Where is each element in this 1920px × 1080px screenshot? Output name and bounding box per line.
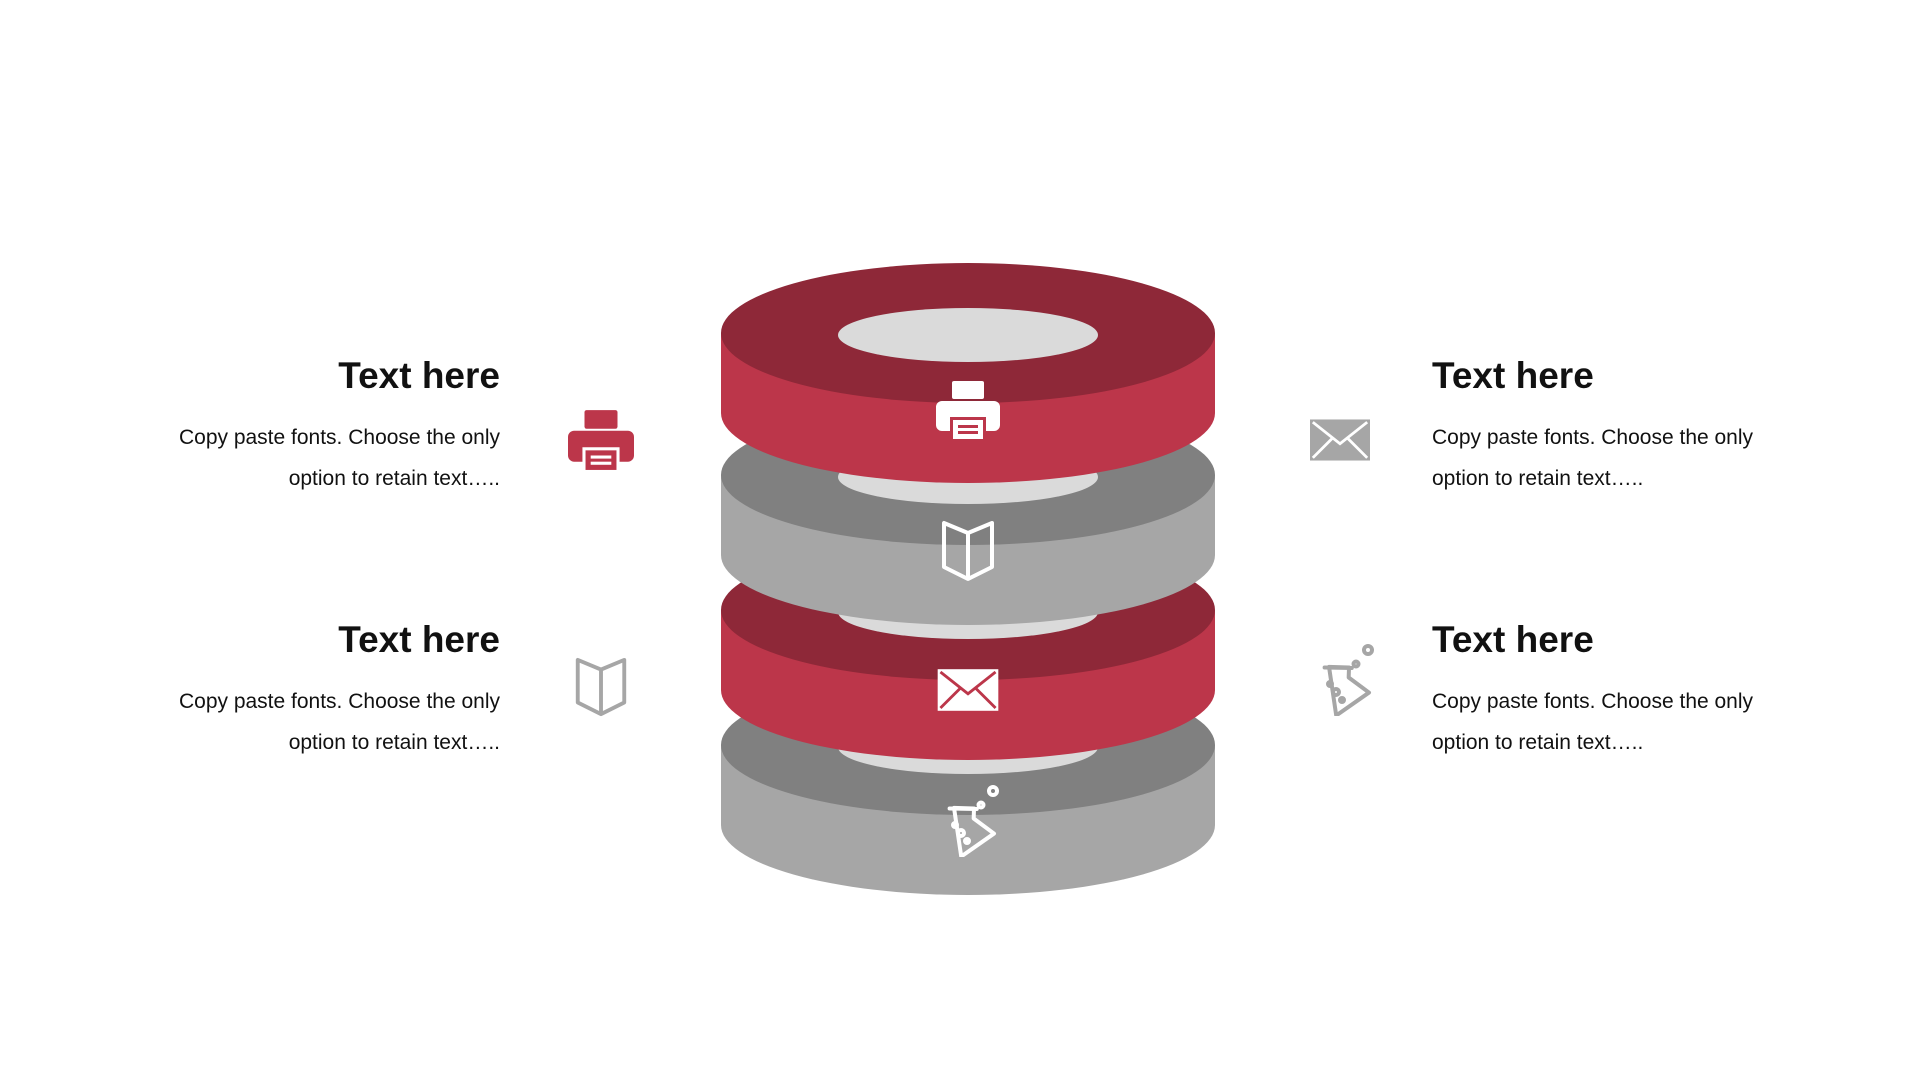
envelope-icon xyxy=(938,669,999,711)
book-icon xyxy=(570,656,632,718)
block-title: Text here xyxy=(1432,619,1594,660)
text-block-top-right: Text here Copy paste fonts. Choose the o… xyxy=(1432,355,1852,499)
text-block-top-left: Text here Copy paste fonts. Choose the o… xyxy=(80,355,500,499)
envelope-icon xyxy=(1310,418,1370,462)
text-block-bottom-right: Text here Copy paste fonts. Choose the o… xyxy=(1432,619,1852,763)
block-title: Text here xyxy=(338,619,500,660)
block-title: Text here xyxy=(338,355,500,396)
printer-icon xyxy=(568,406,634,472)
flask-icon xyxy=(1308,644,1378,716)
ring-1 xyxy=(721,263,1215,483)
block-title: Text here xyxy=(1432,355,1594,396)
ring-1-hole xyxy=(838,308,1098,362)
text-block-bottom-left: Text here Copy paste fonts. Choose the o… xyxy=(80,619,500,763)
